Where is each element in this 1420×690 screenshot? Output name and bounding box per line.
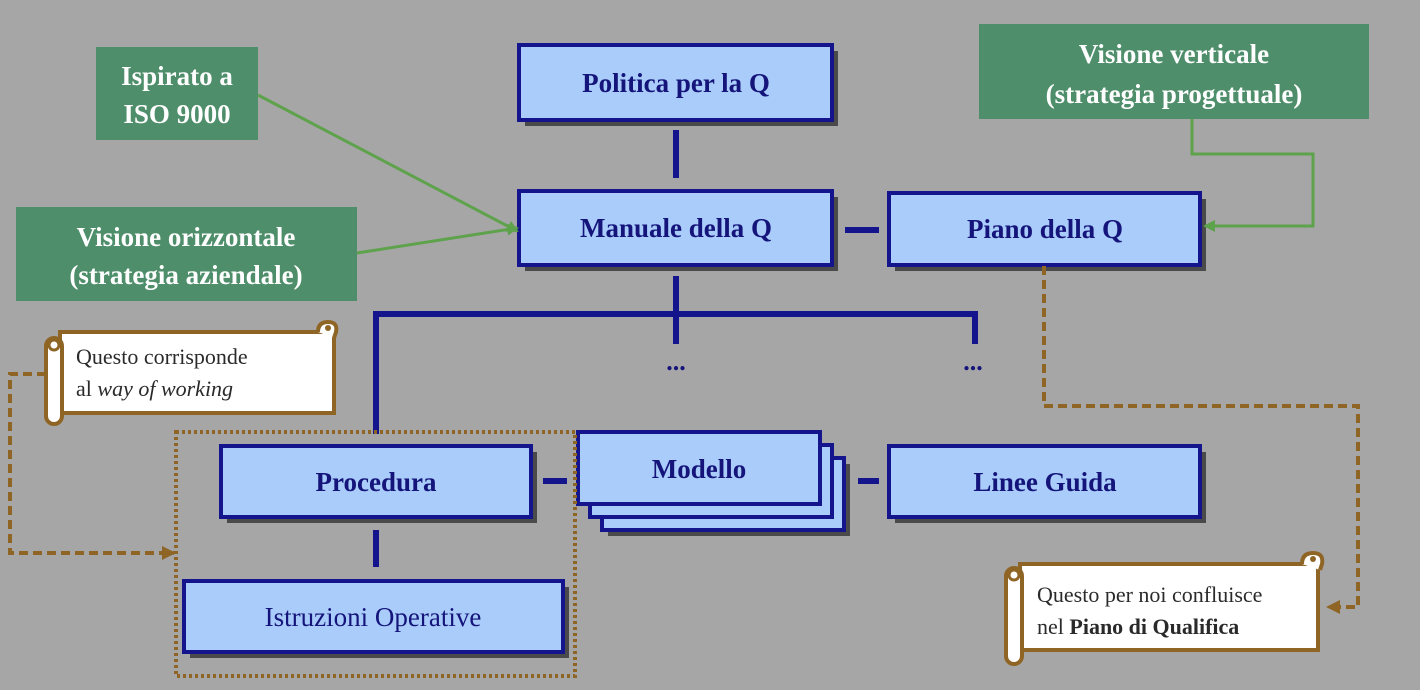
arrow-piano-to-note (1042, 266, 1360, 614)
procedure-group-outline (174, 430, 577, 678)
scroll-left-curl (1007, 568, 1021, 582)
node-procedura: Procedura (219, 444, 537, 523)
node-politica-label: Politica per la Q (582, 68, 770, 98)
annotation-ispirato-line2: ISO 9000 (123, 99, 230, 129)
annotation-box (979, 24, 1369, 119)
node-manuale-label: Manuale della Q (580, 213, 772, 243)
scroll-left-roll (44, 336, 64, 426)
arrow-note-to-procedure-group (8, 372, 176, 560)
node-politica: Politica per la Q (517, 43, 838, 126)
scroll-body (58, 330, 336, 415)
annotation-ispirato: Ispirato a ISO 9000 (96, 47, 258, 140)
annotation-arrows (257, 93, 1315, 255)
hierarchy-connectors (373, 130, 978, 567)
node-box (219, 444, 533, 519)
node-istruzioni-label: Istruzioni Operative (265, 602, 482, 632)
note-way-of-working: Questo corrisponde al way of working (44, 319, 339, 426)
note-piano-qualifica-line2: nel Piano di Qualifica (1037, 614, 1239, 639)
annotation-orizzontale-line1: Visione orizzontale (77, 222, 296, 252)
note-line2-emphasis: way of working (97, 376, 233, 401)
node-box-front (576, 430, 822, 506)
note-piano-qualifica-line1: Questo per noi confluisce (1037, 582, 1262, 607)
note-line2-prefix: al (76, 376, 97, 401)
node-linee-guida-label: Linee Guida (973, 467, 1117, 497)
arrow-verticale-to-piano (1190, 119, 1315, 232)
node-box (887, 191, 1202, 267)
scroll-left-roll (1004, 566, 1024, 666)
node-piano: Piano della Q (887, 191, 1206, 271)
scroll-left-curl (47, 338, 61, 352)
annotation-box (96, 47, 258, 140)
arrow-ispirato-to-manuale (257, 93, 519, 233)
annotation-box (16, 207, 357, 301)
note-line2-prefix: nel (1037, 614, 1069, 639)
ellipsis-right: ... (963, 347, 983, 376)
node-modello: Modello (576, 430, 850, 536)
scroll-top-right-dot (1310, 556, 1316, 562)
node-piano-label: Piano della Q (967, 214, 1123, 244)
node-box (517, 189, 834, 267)
annotation-ispirato-line1: Ispirato a (121, 61, 233, 91)
arrow-orizzontale-to-manuale (356, 223, 519, 255)
annotation-verticale-line1: Visione verticale (1079, 39, 1269, 69)
node-manuale: Manuale della Q (517, 189, 838, 271)
annotation-orizzontale-line2: (strategia aziendale) (69, 260, 302, 290)
note-way-of-working-line2: al way of working (76, 376, 233, 401)
note-arrows (8, 266, 1360, 614)
node-modello-label: Modello (652, 454, 747, 484)
node-istruzioni: Istruzioni Operative (182, 579, 569, 658)
note-piano-qualifica: Questo per noi confluisce nel Piano di Q… (1004, 550, 1325, 666)
node-box (182, 579, 565, 654)
annotation-verticale: Visione verticale (strategia progettuale… (979, 24, 1369, 119)
node-linee-guida: Linee Guida (887, 444, 1206, 523)
note-way-of-working-line1: Questo corrisponde (76, 344, 248, 369)
note-line2-bold: Piano di Qualifica (1069, 614, 1239, 639)
annotation-verticale-line2: (strategia progettuale) (1046, 79, 1303, 109)
node-procedura-label: Procedura (316, 467, 437, 497)
ellipsis-center: ... (666, 347, 686, 376)
node-box (887, 444, 1202, 519)
annotation-orizzontale: Visione orizzontale (strategia aziendale… (16, 207, 357, 301)
scroll-top-right-dot (325, 325, 331, 331)
node-box (517, 43, 834, 122)
